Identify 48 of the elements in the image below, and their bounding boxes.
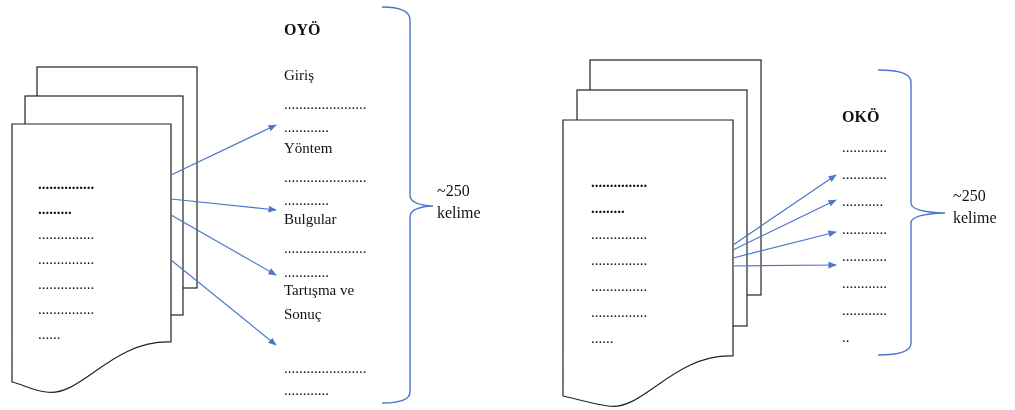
word-count-label: ~250 kelime (953, 186, 998, 228)
document-page (563, 120, 733, 410)
section-heading: Yöntem (284, 139, 333, 158)
abstract-heading: OKÖ (842, 107, 880, 127)
arrow (732, 261, 837, 269)
placeholder-dots: ...... (591, 329, 614, 348)
placeholder-dots: ............... (38, 275, 95, 294)
placeholder-dots: ......... (38, 200, 72, 219)
arrow (732, 230, 837, 259)
placeholder-dots: ...................... (284, 359, 367, 378)
arrow (732, 174, 837, 246)
placeholder-dots: ............ (284, 118, 329, 137)
placeholder-dots: ............... (38, 225, 95, 244)
placeholder-dots: ............ (284, 263, 329, 282)
section-heading: Tartışma ve Sonuç (284, 281, 356, 324)
placeholder-dots: ........... (842, 192, 884, 211)
arrow (732, 199, 837, 251)
placeholder-dots: ............ (842, 274, 887, 293)
placeholder-dots: .. (842, 328, 850, 347)
arrow (170, 214, 277, 276)
abstract-heading: OYÖ (284, 20, 321, 40)
placeholder-dots: ............ (842, 165, 887, 184)
placeholder-dots: ............... (38, 250, 95, 269)
section-heading: Bulgular (284, 210, 337, 229)
placeholder-dots: ............... (591, 225, 648, 244)
placeholder-dots: ............... (591, 173, 648, 192)
placeholder-dots: ............ (842, 220, 887, 239)
arrow (170, 259, 277, 346)
section-heading: Giriş (284, 66, 314, 85)
placeholder-dots: ............... (591, 303, 648, 322)
arrow (170, 124, 277, 176)
word-count-label: ~250 kelime (437, 181, 482, 223)
placeholder-dots: ............ (842, 138, 887, 157)
placeholder-dots: ............... (38, 300, 95, 319)
placeholder-dots: ............ (284, 191, 329, 210)
placeholder-dots: ............... (38, 175, 95, 194)
placeholder-dots: ...................... (284, 239, 367, 258)
placeholder-dots: ............ (842, 247, 887, 266)
placeholder-dots: ......... (591, 199, 625, 218)
placeholder-dots: ............ (842, 301, 887, 320)
placeholder-dots: ............... (591, 251, 648, 270)
document-page (12, 124, 171, 396)
placeholder-dots: ...................... (284, 95, 367, 114)
arrow (170, 198, 277, 213)
placeholder-dots: ............... (591, 277, 648, 296)
placeholder-dots: ............ (284, 381, 329, 400)
placeholder-dots: ...... (38, 325, 61, 344)
placeholder-dots: ...................... (284, 168, 367, 187)
